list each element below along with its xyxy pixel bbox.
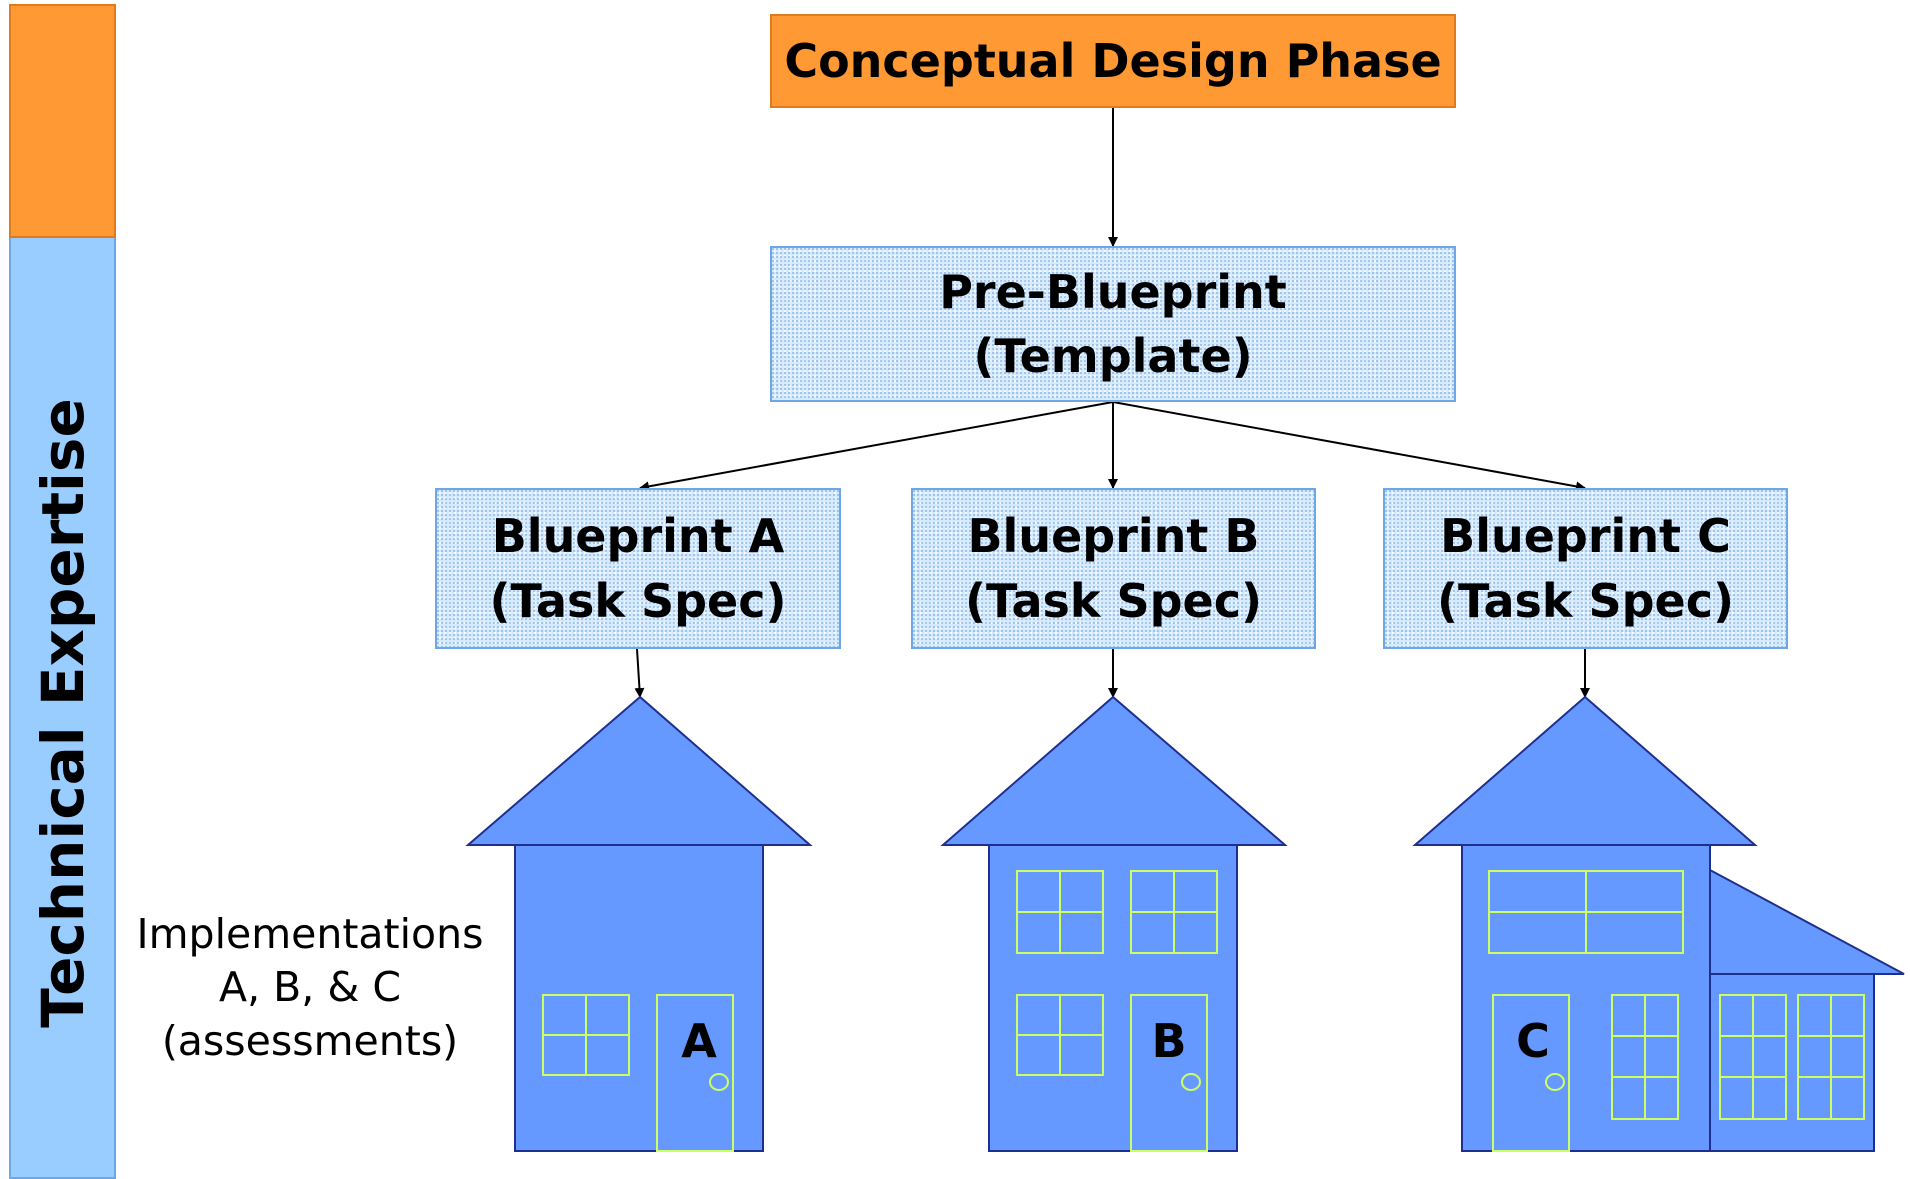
house-b: B bbox=[940, 695, 1288, 1152]
pre-blueprint-subtitle: (Template) bbox=[973, 329, 1253, 383]
house-a-window bbox=[542, 994, 630, 1076]
house-c-doorknob bbox=[1545, 1073, 1565, 1091]
implementations-line-3: (assessments) bbox=[161, 1016, 459, 1065]
arrow-blueprint-a-to-house bbox=[634, 648, 645, 698]
house-c-roof bbox=[1412, 695, 1758, 846]
blueprint-a-subtitle: (Task Spec) bbox=[489, 573, 787, 628]
blueprint-c-title: Blueprint C bbox=[1440, 509, 1731, 564]
house-a: A bbox=[465, 695, 813, 1152]
blueprint-a-box: Blueprint A (Task Spec) bbox=[435, 488, 841, 649]
house-c-wide-window bbox=[1488, 870, 1684, 954]
house-c-letter: C bbox=[1516, 1014, 1550, 1068]
blueprint-b-subtitle: (Task Spec) bbox=[964, 573, 1263, 628]
sidebar-orange-band bbox=[9, 4, 116, 238]
house-c-annex-window-right bbox=[1797, 994, 1865, 1120]
blueprint-b-title: Blueprint B bbox=[967, 509, 1260, 564]
house-c: C bbox=[1412, 695, 1905, 1152]
house-b-doorknob bbox=[1181, 1073, 1201, 1091]
conceptual-design-phase-title: Conceptual Design Phase bbox=[784, 34, 1442, 88]
house-b-window-top-left bbox=[1016, 870, 1104, 954]
house-b-door bbox=[1130, 994, 1208, 1152]
house-b-roof bbox=[940, 695, 1288, 846]
house-a-roof bbox=[465, 695, 813, 846]
blueprint-b-box: Blueprint B (Task Spec) bbox=[911, 488, 1316, 649]
blueprint-c-box: Blueprint C (Task Spec) bbox=[1383, 488, 1788, 649]
house-c-annex-window-left bbox=[1719, 994, 1787, 1120]
pre-blueprint-title: Pre-Blueprint bbox=[939, 264, 1287, 319]
house-c-tall-window bbox=[1611, 994, 1679, 1120]
arrow-template-to-blueprint-a bbox=[639, 401, 1114, 492]
house-b-window-top-right bbox=[1130, 870, 1218, 954]
house-a-door bbox=[656, 994, 734, 1152]
blueprint-c-subtitle: (Task Spec) bbox=[1436, 573, 1735, 628]
implementations-line-2: A, B, & C bbox=[219, 963, 401, 1012]
house-b-window-bottom-left bbox=[1016, 994, 1104, 1076]
pre-blueprint-box: Pre-Blueprint (Template) bbox=[770, 246, 1456, 402]
implementations-label: Implementations A, B, & C (assessments) bbox=[135, 908, 485, 1068]
house-b-letter: B bbox=[1151, 1014, 1186, 1068]
house-a-doorknob bbox=[709, 1073, 729, 1091]
house-c-annex-roof bbox=[1709, 868, 1905, 975]
blueprint-a-title: Blueprint A bbox=[491, 509, 785, 564]
sidebar-blue-band bbox=[9, 238, 116, 1179]
house-a-letter: A bbox=[681, 1014, 717, 1068]
house-c-door bbox=[1492, 994, 1570, 1152]
implementations-line-1: Implementations bbox=[136, 910, 484, 958]
house-c-annex bbox=[1709, 973, 1875, 1152]
conceptual-design-phase-box: Conceptual Design Phase bbox=[770, 14, 1456, 108]
arrow-template-to-blueprint-c bbox=[1112, 401, 1586, 492]
